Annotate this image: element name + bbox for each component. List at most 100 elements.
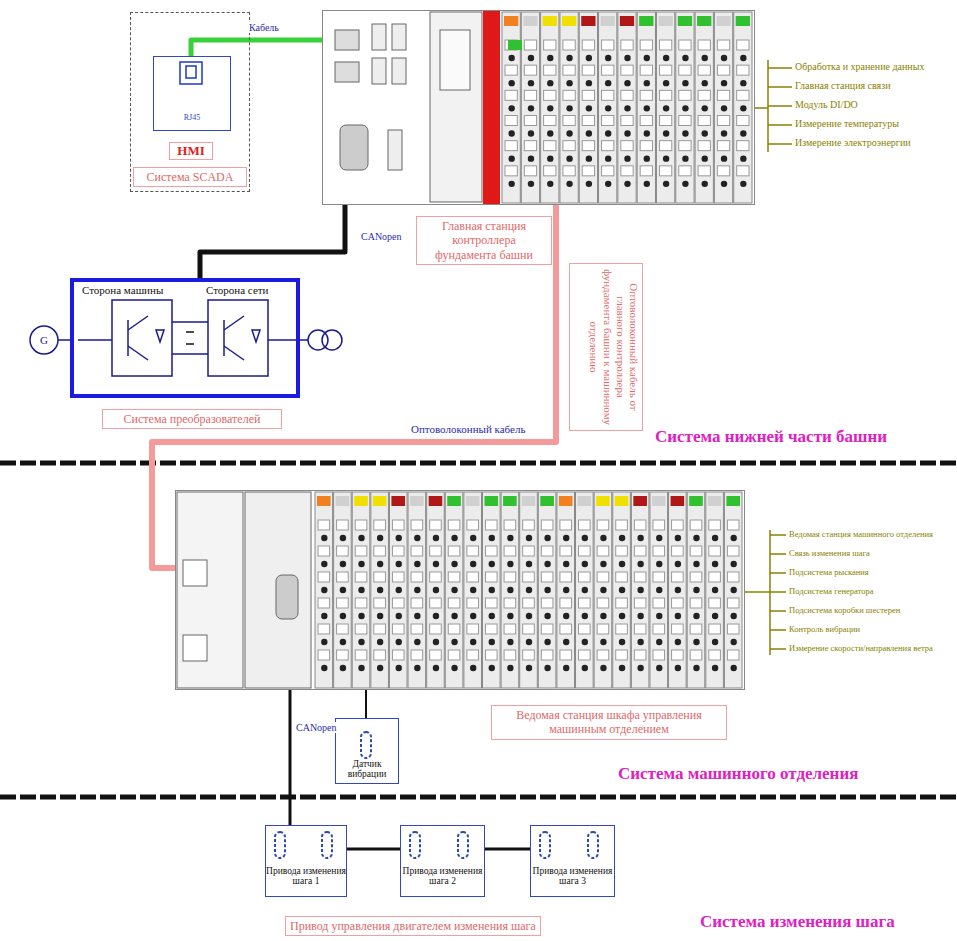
decor-stroke (504, 598, 516, 608)
decor-stroke (597, 572, 609, 582)
decor-stroke (340, 561, 346, 567)
decor-stroke (505, 116, 517, 126)
generator-symbol (30, 326, 58, 354)
decor-stroke (582, 613, 588, 619)
decor-stroke (582, 166, 594, 176)
decor-stroke (678, 16, 692, 26)
decor-stroke (358, 535, 364, 541)
decor-stroke (318, 650, 330, 660)
decor-stroke (321, 613, 327, 619)
decor-stroke (656, 613, 662, 619)
decor-stroke (528, 130, 534, 136)
decor-stroke (396, 535, 402, 541)
decor-stroke (616, 598, 628, 608)
decor-stroke (340, 665, 346, 671)
decor-stroke (411, 520, 423, 530)
decor-stroke (411, 650, 423, 660)
decor-stroke (740, 80, 746, 86)
decor-stroke (321, 665, 327, 671)
decor-stroke (508, 55, 514, 61)
decor-stroke (737, 116, 749, 126)
decor-stroke (321, 639, 327, 645)
decor-stroke (644, 105, 650, 111)
decor-stroke (672, 546, 684, 556)
decor-stroke (663, 130, 669, 136)
decor-stroke (578, 496, 592, 506)
decor-stroke (672, 650, 684, 660)
decor-stroke (620, 16, 634, 26)
decor-stroke (544, 116, 556, 126)
list-item: Подсистема генератора (789, 586, 873, 596)
decor-stroke (448, 650, 460, 660)
caption: Привод управления двигателем изменения ш… (285, 916, 541, 936)
decor-stroke (658, 16, 672, 26)
decor-stroke (702, 55, 708, 61)
decor-stroke (721, 130, 727, 136)
decor-stroke (727, 624, 739, 634)
decor-stroke (337, 520, 349, 530)
node-text: Главная станция контроллера фундамента б… (416, 216, 552, 265)
decor-stroke (579, 520, 591, 530)
decor-stroke (634, 520, 646, 530)
node-text: Привода изменения шага 3 (531, 866, 614, 887)
decor-stroke (566, 130, 572, 136)
decor-stroke (448, 624, 460, 634)
decor-stroke (547, 155, 553, 161)
decor-stroke (582, 90, 594, 100)
node-caption: Система преобразователей (102, 409, 282, 429)
decor-stroke (355, 572, 367, 582)
decor-stroke (448, 572, 460, 582)
decor-stroke (653, 598, 665, 608)
decor-stroke (544, 639, 550, 645)
decor-stroke (430, 520, 442, 530)
decor-stroke (730, 639, 736, 645)
decor-stroke (698, 141, 710, 151)
decor-stroke (582, 561, 588, 567)
node-text: RJ45 (154, 113, 230, 122)
decor-stroke (690, 572, 702, 582)
decor-stroke (566, 105, 572, 111)
decor-stroke (396, 587, 402, 593)
decor-stroke (524, 116, 536, 126)
decor-stroke (430, 598, 442, 608)
decor-stroke (619, 613, 625, 619)
decor-stroke (616, 546, 628, 556)
decor-stroke (526, 561, 532, 567)
decor-stroke (702, 181, 708, 187)
decor-stroke (597, 598, 609, 608)
decor-stroke (505, 166, 517, 176)
decor-stroke (392, 624, 404, 634)
decor-stroke (679, 141, 691, 151)
decor-stroke (540, 832, 550, 858)
list-item: Модуль DI/DO (795, 99, 858, 110)
decor-stroke (392, 520, 404, 530)
decor-stroke (702, 80, 708, 86)
decor-stroke (634, 624, 646, 634)
decor-stroke (702, 130, 708, 136)
decor-stroke (740, 130, 746, 136)
decor-stroke (559, 496, 573, 506)
decor-stroke (318, 572, 330, 582)
decor-stroke (414, 587, 420, 593)
decor-stroke (361, 732, 371, 758)
decor-stroke (541, 624, 553, 634)
decor-stroke (544, 65, 556, 75)
decor-stroke (659, 65, 671, 75)
decor-stroke (740, 181, 746, 187)
decor-stroke (716, 16, 730, 26)
decor-stroke (485, 546, 497, 556)
decor-stroke (727, 572, 739, 582)
decor-stroke (355, 650, 367, 660)
decor-stroke (433, 613, 439, 619)
decor-stroke (501, 492, 519, 688)
decor-stroke (712, 561, 718, 567)
decor-stroke (507, 639, 513, 645)
decor-stroke (737, 141, 749, 151)
decor-stroke (470, 535, 476, 541)
decor-stroke (337, 624, 349, 634)
decor-stroke (737, 90, 749, 100)
decor-stroke (693, 535, 699, 541)
decor-stroke (698, 65, 710, 75)
decor-stroke (523, 650, 535, 660)
decor-stroke (467, 650, 479, 660)
